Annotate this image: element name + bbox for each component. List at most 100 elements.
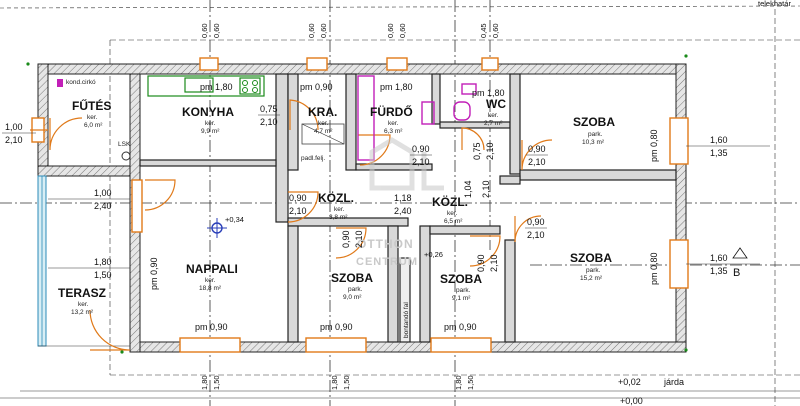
room-name: SZOBA — [440, 272, 482, 286]
pm-label: pm 0,90 — [149, 257, 159, 290]
terrace-structure — [37, 175, 130, 347]
room-konyha: KONYHA ker. 9,9 m² — [182, 105, 234, 135]
pm-label: pm 0,90 — [444, 322, 477, 332]
bathroom-fixtures — [57, 75, 477, 161]
room-area: 6,5 m² — [444, 218, 463, 225]
door-width: 0,90 — [528, 144, 546, 154]
windows — [31, 57, 689, 353]
room-name: KÖZL. — [318, 190, 354, 205]
elevation-label: +0,00 — [620, 396, 643, 406]
pm-label: pm 1,80 — [472, 88, 505, 98]
room-area: 15,2 m² — [580, 275, 603, 282]
door-width: 0,90 — [527, 217, 545, 227]
door-width: 1,18 — [394, 193, 412, 203]
elevation-label: +0,02 — [618, 377, 641, 387]
room-floor: ker. — [488, 112, 499, 119]
room-nappali: NAPPALI ker. 18,8 m² — [186, 262, 238, 292]
section-arrow-icon — [732, 247, 748, 259]
room-floor: ker. — [87, 114, 98, 121]
room-area: 2,7 m² — [484, 120, 503, 127]
attic-ladder-label: padl.felj. — [301, 155, 325, 162]
property-line-label: telekhatár — [758, 0, 791, 8]
pm-label: pm 1,80 — [200, 82, 233, 92]
room-name: NAPPALI — [186, 262, 238, 276]
door-width: 1,00 — [5, 122, 23, 132]
dimension: 0,60 — [307, 23, 316, 38]
room-floor: ker. — [205, 277, 216, 284]
chimney-icon — [121, 151, 131, 161]
dimension: 1,50 — [466, 375, 475, 390]
room-kozl-1: KÖZL. ker. 3,8 m² — [318, 190, 354, 221]
room-area: 3,8 m² — [329, 214, 348, 221]
window-width: 1,60 — [710, 253, 728, 263]
dimension: 1,80 — [454, 375, 463, 390]
pm-label: pm 0,90 — [300, 82, 333, 92]
window-height: 1,35 — [710, 148, 728, 158]
window-height: 1,35 — [710, 266, 728, 276]
room-area: 9,9 m² — [201, 128, 220, 135]
room-futes: FŰTÉS ker. 6,0 m² — [72, 98, 111, 129]
room-area: 9,0 m² — [343, 294, 362, 301]
elevation-label: +0,26 — [424, 250, 443, 259]
door-width: 0,90 — [476, 254, 486, 272]
chimney-label: LSK — [118, 141, 131, 148]
door-width: 0,90 — [412, 144, 430, 154]
door-height: 2,10 — [485, 142, 495, 160]
room-area: 10,3 m² — [582, 139, 605, 146]
corner-markers — [26, 54, 688, 354]
room-name: WC — [486, 97, 506, 111]
watermark-line2: CENTRUM — [356, 256, 418, 268]
dimension: 1,50 — [342, 375, 351, 390]
room-name: TERASZ — [58, 286, 106, 300]
room-name: KRA. — [308, 105, 337, 119]
dimension: 1,80 — [200, 375, 209, 390]
door-height: 2,10 — [528, 157, 546, 167]
room-wc: WC ker. 2,7 m² — [484, 97, 506, 127]
door-height: 2,40 — [394, 206, 412, 216]
room-area: 13,2 m² — [71, 309, 94, 316]
room-floor: ker. — [334, 206, 345, 213]
door-width: 0,75 — [260, 104, 278, 114]
room-floor: park. — [348, 286, 363, 293]
dimension: 1,50 — [212, 375, 221, 390]
room-area: 4,7 m² — [314, 128, 333, 135]
bottom-dimensions: 1,80 1,50 1,80 1,50 1,80 1,50 — [200, 375, 475, 390]
boiler-label: kond.cirkó — [66, 79, 96, 86]
pm-label: pm 0,90 — [320, 322, 353, 332]
room-name: SZOBA — [570, 251, 612, 265]
door-width: 0,75 — [472, 142, 482, 160]
dimension: 1,80 — [330, 375, 339, 390]
section-marker: B — [733, 267, 740, 279]
pantry-hatch — [301, 123, 345, 145]
room-name: SZOBA — [573, 115, 615, 129]
room-kozl-2: KÖZL. ker. 6,5 m² — [432, 194, 468, 225]
room-szoba-2: SZOBA park. 9,0 m² — [331, 271, 373, 301]
room-floor: ker. — [388, 120, 399, 127]
watermark-logo — [369, 137, 444, 191]
pm-label: pm 0,80 — [649, 252, 659, 285]
door-height: 2,10 — [481, 180, 491, 198]
room-floor: park. — [586, 267, 601, 274]
doors — [30, 99, 553, 351]
room-furdo: FÜRDŐ ker. 6,3 m² — [370, 104, 413, 135]
window-width: 1,60 — [710, 135, 728, 145]
room-floor: park. — [588, 131, 603, 138]
interior-walls — [139, 73, 677, 343]
room-floor: ker. — [447, 210, 458, 217]
door-width: 0,90 — [289, 193, 307, 203]
room-szoba-1: SZOBA park. 10,3 m² — [573, 115, 615, 146]
room-floor: park. — [456, 287, 471, 294]
dimension: 0,60 — [319, 23, 328, 38]
room-name: KONYHA — [182, 105, 234, 119]
door-height: 2,10 — [260, 117, 278, 127]
pm-label: pm 0,80 — [649, 129, 659, 162]
door-height: 2,10 — [289, 206, 307, 216]
demolish-wall-label: bontandó fal — [403, 302, 410, 338]
door-height: 1,50 — [94, 270, 112, 280]
room-name: SZOBA — [331, 271, 373, 285]
dimension: 0,60 — [398, 23, 407, 38]
pm-label: pm 1,80 — [380, 82, 413, 92]
door-height: 2,10 — [354, 230, 364, 248]
door-width: 1,80 — [94, 257, 112, 267]
door-height: 2,10 — [412, 157, 430, 167]
